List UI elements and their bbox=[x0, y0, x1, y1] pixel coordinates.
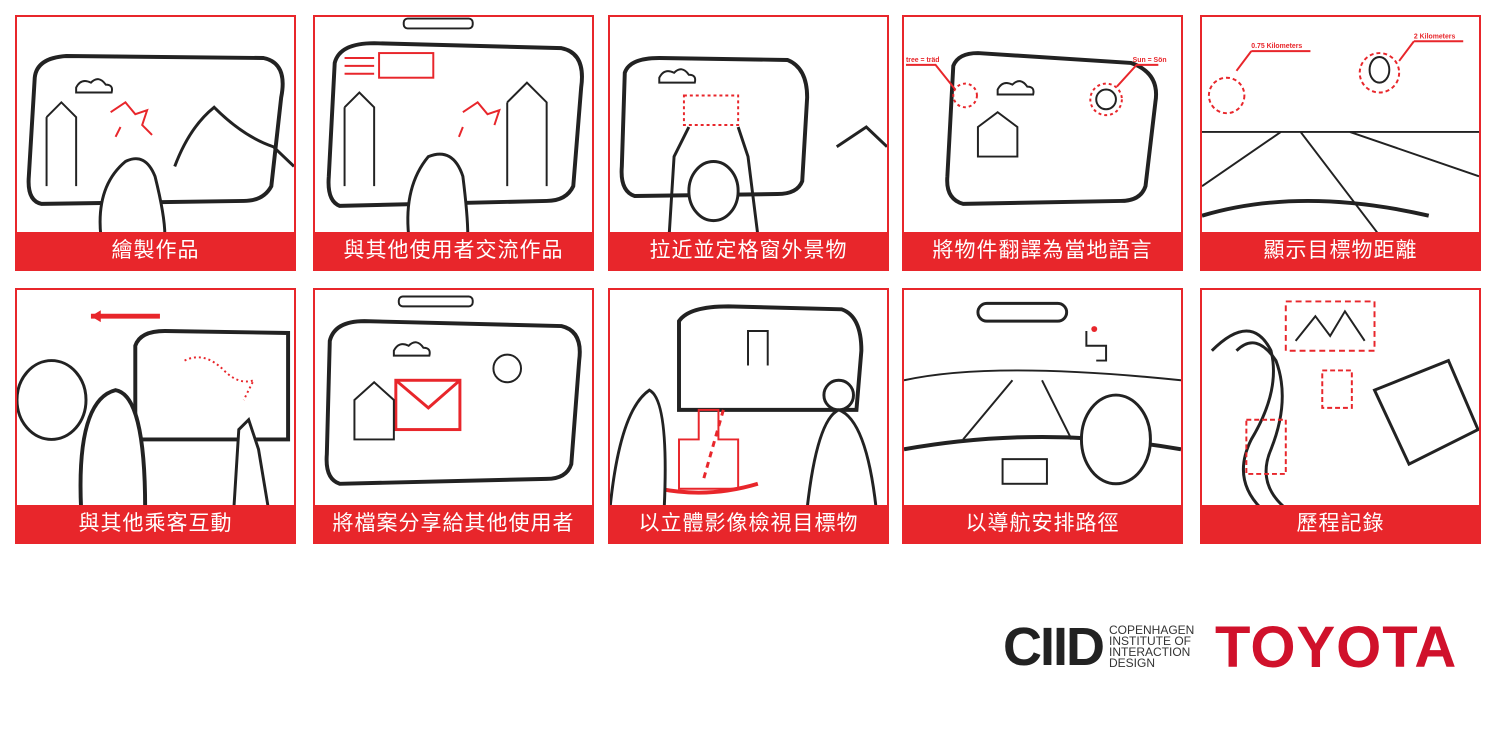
panel-translate-objects: tree = träd Sun = Sön 將物件翻譯為當地語言 bbox=[902, 15, 1183, 271]
panel-zoom-freeze: 拉近並定格窗外景物 bbox=[608, 15, 889, 271]
ciid-line: INSTITUTE OF bbox=[1109, 634, 1191, 648]
ciid-line: COPENHAGEN bbox=[1109, 623, 1195, 637]
sketch-window-drawing bbox=[26, 54, 294, 236]
panel-caption: 以導航安排路徑 bbox=[904, 505, 1181, 542]
panel-show-distance: 0.75 Kilometers 2 Kilometers 顯示目標物距離 bbox=[1200, 15, 1481, 271]
sketch-window-zoom bbox=[619, 56, 887, 236]
ciid-logo: CIID COPENHAGEN INSTITUTE OF INTERACTION… bbox=[1003, 617, 1195, 677]
sketch-road-distance: 0.75 Kilometers 2 Kilometers bbox=[1202, 33, 1479, 237]
panel-caption: 與其他乘客互動 bbox=[17, 505, 294, 542]
panel-3d-view: 以立體影像檢視目標物 bbox=[608, 288, 889, 544]
sketch-window-share bbox=[326, 17, 584, 236]
panel-caption: 拉近並定格窗外景物 bbox=[610, 232, 887, 269]
sketch-castle-3d bbox=[610, 304, 878, 509]
ciid-line: DESIGN bbox=[1109, 656, 1156, 670]
sketch-dashboard-navigation bbox=[904, 301, 1181, 486]
panel-caption: 歷程記錄 bbox=[1202, 505, 1479, 542]
annotation-distance-balloon: 2 Kilometers bbox=[1414, 33, 1456, 40]
panel-caption: 顯示目標物距離 bbox=[1202, 232, 1479, 269]
panel-interact-passengers: 與其他乘客互動 bbox=[15, 288, 296, 544]
toyota-logo: TOYOTA bbox=[1215, 615, 1458, 680]
panel-caption: 以立體影像檢視目標物 bbox=[610, 505, 887, 542]
panel-draw-artwork: 繪製作品 bbox=[15, 15, 296, 271]
ciid-line: INTERACTION bbox=[1109, 645, 1191, 659]
panel-caption: 繪製作品 bbox=[17, 232, 294, 269]
sketch-passengers bbox=[17, 310, 291, 509]
panel-journey-record: 歷程記錄 bbox=[1200, 288, 1481, 544]
annotation-sun: Sun = Sön bbox=[1133, 57, 1167, 64]
annotation-distance-tree: 0.75 Kilometers bbox=[1251, 43, 1302, 50]
panel-caption: 將檔案分享給其他使用者 bbox=[315, 505, 592, 542]
ciid-logo-text: COPENHAGEN INSTITUTE OF INTERACTION DESI… bbox=[1109, 623, 1195, 670]
panel-navigation: 以導航安排路徑 bbox=[902, 288, 1183, 544]
sketch-window-translate: tree = träd Sun = Sön bbox=[905, 51, 1167, 206]
panel-caption: 與其他使用者交流作品 bbox=[315, 232, 592, 269]
panel-share-files: 將檔案分享給其他使用者 bbox=[313, 288, 594, 544]
annotation-tree: tree = träd bbox=[906, 57, 940, 64]
sketch-map-journey bbox=[1210, 300, 1479, 510]
panel-caption: 將物件翻譯為當地語言 bbox=[904, 232, 1181, 269]
ciid-logo-mark: CIID bbox=[1003, 617, 1105, 677]
sketch-window-mail bbox=[324, 295, 582, 486]
panel-share-artwork: 與其他使用者交流作品 bbox=[313, 15, 594, 271]
